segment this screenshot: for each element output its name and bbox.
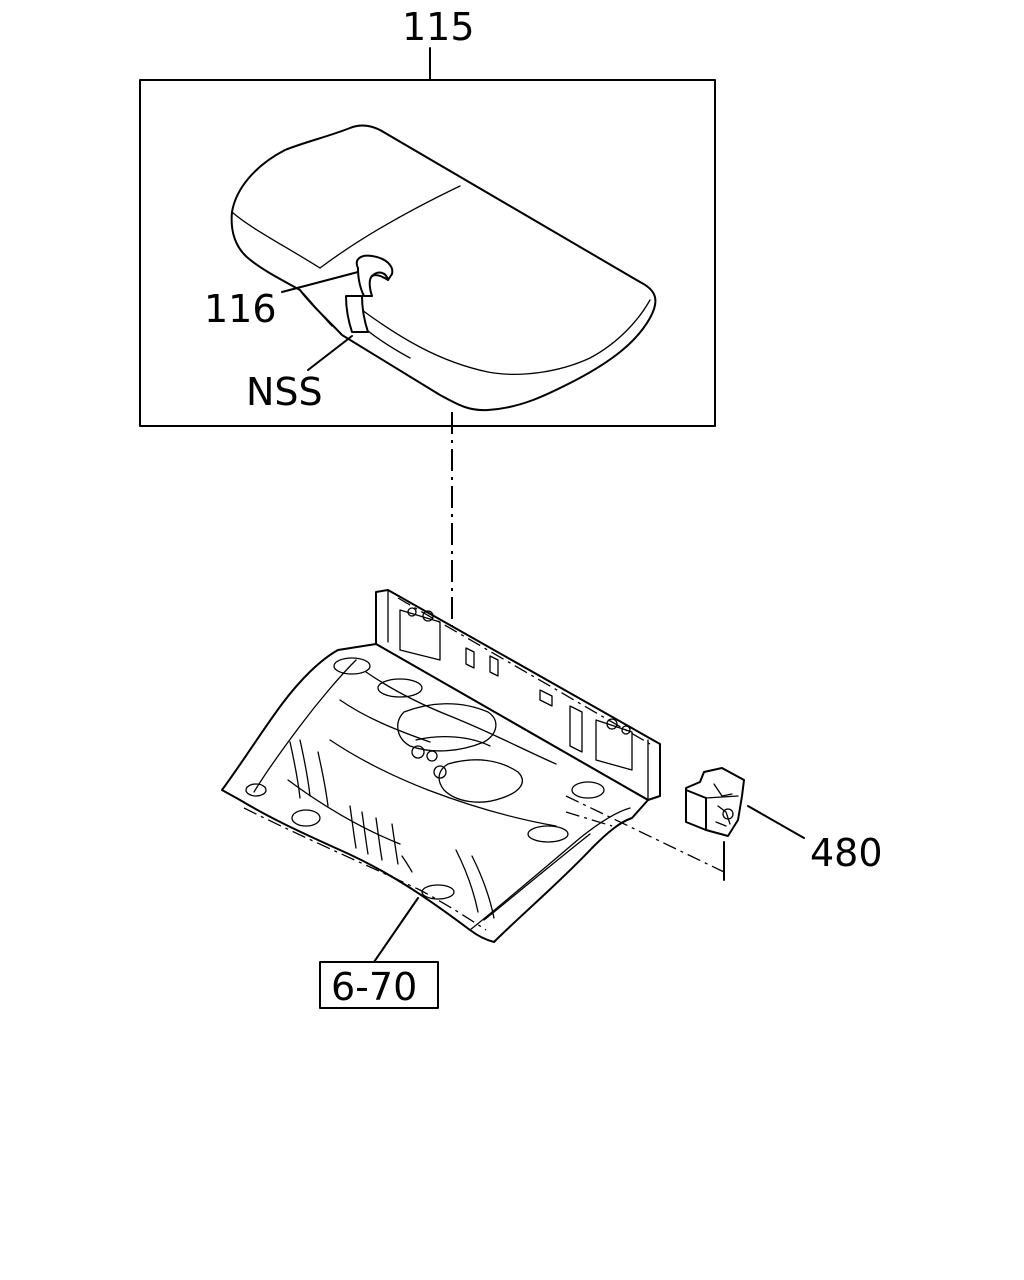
callout-480[interactable]: 480 — [810, 831, 883, 875]
callout-leader-6-70 — [373, 897, 419, 963]
seat-assembly-frame — [139, 79, 716, 427]
callout-leader-116 — [281, 271, 359, 293]
callout-leader-480 — [747, 805, 805, 839]
floor-panel-ref-box — [319, 961, 439, 1009]
pad-connector — [565, 795, 725, 881]
callout-116[interactable]: 116 — [204, 287, 277, 331]
seat-assembly-group: 115 116 NSS — [139, 5, 716, 427]
callout-nss: NSS — [246, 370, 323, 414]
callout-6-70[interactable]: 6-70 — [331, 965, 417, 1009]
seat-cushion — [230, 124, 657, 412]
strap-part-nss — [345, 295, 369, 333]
clip-part-116 — [355, 254, 394, 297]
pad-part-480 — [685, 767, 745, 837]
rear-floor-panel — [221, 589, 661, 943]
callout-leader-nss — [307, 335, 353, 371]
callout-115[interactable]: 115 — [402, 5, 475, 49]
